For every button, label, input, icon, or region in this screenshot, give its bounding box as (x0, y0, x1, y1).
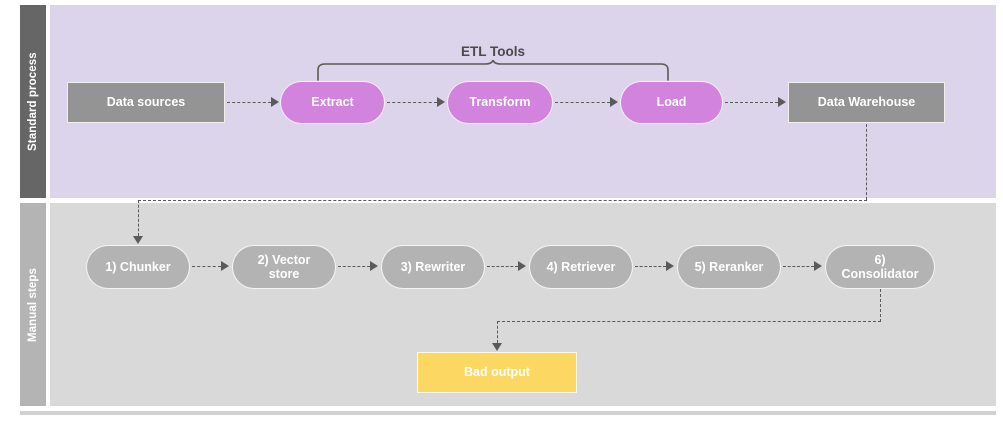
bottom-divider (20, 411, 996, 415)
connector-warehouse-drop (866, 124, 867, 200)
arrowhead-vector-store-in (221, 261, 229, 271)
connector-consolidator-to-output-run (497, 321, 881, 322)
node-data-sources[interactable]: Data sources (67, 82, 225, 123)
node-transform[interactable]: Transform (447, 81, 553, 124)
node-rewriter[interactable]: 3) Rewriter (381, 245, 485, 289)
node-chunker-label: 1) Chunker (105, 259, 171, 274)
node-consolidator[interactable]: 6) Consolidator (825, 245, 935, 289)
node-bad-output[interactable]: Bad output (417, 352, 577, 393)
arrowhead-retriever-in (518, 261, 526, 271)
arrowhead-data-warehouse-in (778, 97, 786, 107)
node-retriever-label: 4) Retriever (546, 259, 616, 274)
node-vector-store-label: 2) Vector store (257, 252, 311, 281)
connector-load-to-data-warehouse (725, 102, 778, 103)
connector-warehouse-to-chunker-run (138, 200, 867, 201)
connector-reranker-to-consolidator (783, 266, 814, 267)
node-retriever[interactable]: 4) Retriever (529, 245, 633, 289)
node-vector-store[interactable]: 2) Vector store (232, 245, 336, 289)
node-consolidator-label: 6) Consolidator (841, 252, 919, 281)
swimlane-label-standard-process: Standard process (20, 5, 46, 198)
node-reranker-label: 5) Reranker (694, 259, 764, 274)
connector-chunker-drop (138, 200, 139, 236)
node-load-label: Load (656, 95, 687, 110)
arrowhead-bad-output-in (492, 343, 502, 351)
connector-output-drop (497, 321, 498, 343)
connector-extract-to-transform (387, 102, 437, 103)
arrowhead-transform-in (437, 97, 445, 107)
node-reranker[interactable]: 5) Reranker (677, 245, 781, 289)
node-transform-label: Transform (469, 95, 531, 110)
arrowhead-reranker-in (666, 261, 674, 271)
node-rewriter-label: 3) Rewriter (400, 259, 466, 274)
etl-tools-label: ETL Tools (461, 44, 525, 59)
node-bad-output-label: Bad output (464, 365, 530, 380)
connector-consolidator-drop (880, 289, 881, 322)
arrowhead-extract-in (271, 97, 279, 107)
swimlane-label-manual-steps: Manual steps (20, 203, 46, 406)
connector-data-sources-to-extract (227, 102, 271, 103)
connector-transform-to-load (555, 102, 610, 103)
arrowhead-rewriter-in (370, 261, 378, 271)
connector-chunker-to-vector-store (192, 266, 221, 267)
node-load[interactable]: Load (620, 81, 723, 124)
connector-rewriter-to-retriever (487, 266, 518, 267)
connector-retriever-to-reranker (635, 266, 666, 267)
arrowhead-consolidator-in (814, 261, 822, 271)
node-extract-label: Extract (311, 95, 354, 110)
node-data-warehouse-label: Data Warehouse (817, 95, 916, 110)
node-data-warehouse[interactable]: Data Warehouse (788, 82, 945, 123)
arrowhead-chunker-in (133, 236, 143, 244)
node-extract[interactable]: Extract (280, 81, 385, 124)
connector-vector-store-to-rewriter (338, 266, 370, 267)
node-chunker[interactable]: 1) Chunker (86, 245, 190, 289)
node-data-sources-label: Data sources (106, 95, 186, 110)
arrowhead-load-in (610, 97, 618, 107)
